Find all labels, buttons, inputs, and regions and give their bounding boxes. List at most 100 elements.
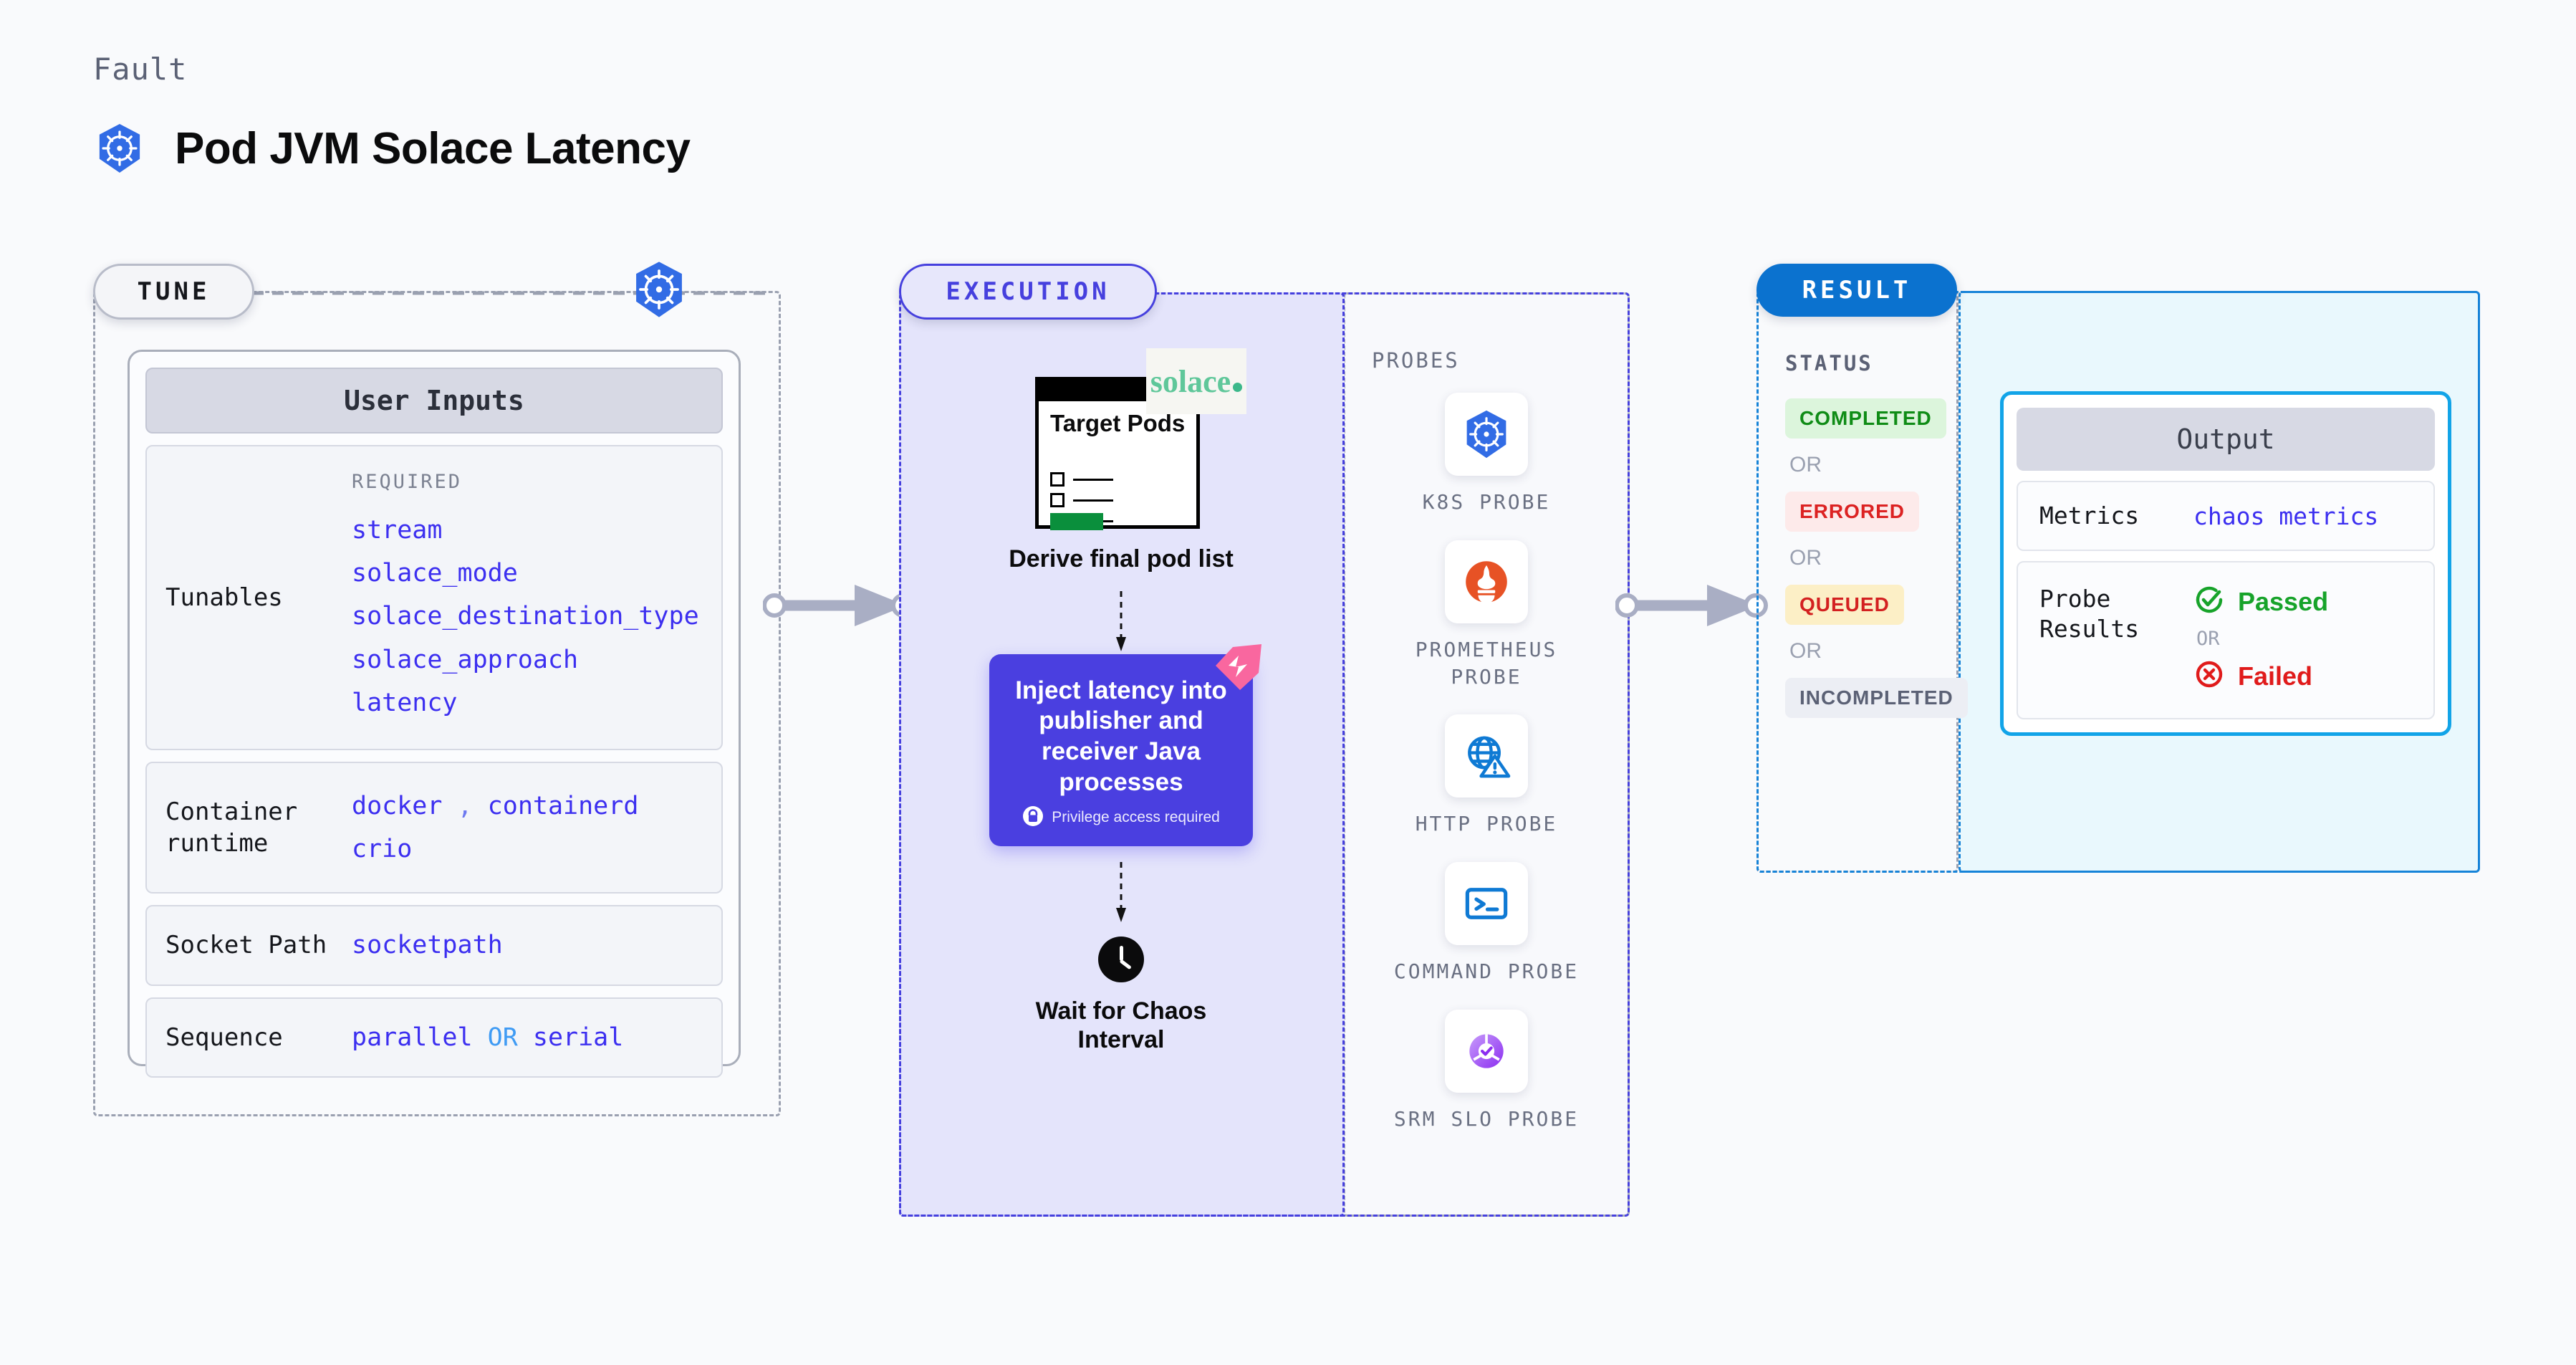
runtime-separator: , (457, 791, 473, 820)
probe-result-failed: Failed (2193, 658, 2328, 694)
probe-item-http[interactable]: HTTP PROBE (1393, 714, 1580, 838)
runtime-value[interactable]: docker (352, 791, 443, 820)
metrics-row: Metrics chaos metrics (2017, 481, 2435, 552)
tunable-value[interactable]: solace_mode (352, 559, 518, 588)
step-connector-arrow-1 (1116, 590, 1126, 654)
sequence-separator: OR (487, 1022, 518, 1052)
page-header: Pod JVM Solace Latency (93, 122, 691, 175)
probe-item-srm-slo[interactable]: SRM SLO PROBE (1393, 1009, 1580, 1133)
probe-item-k8s[interactable]: K8S PROBE (1393, 393, 1580, 516)
document-title: Target Pods (1050, 410, 1186, 436)
probe-item-command[interactable]: COMMAND PROBE (1393, 862, 1580, 985)
runtime-value[interactable]: containerd (487, 791, 639, 820)
clock-icon (1098, 936, 1144, 982)
socket-path-row: Socket Path socketpath (145, 905, 723, 986)
status-title: STATUS (1785, 351, 1873, 375)
sequence-value[interactable]: serial (532, 1022, 624, 1052)
kubernetes-icon (1445, 393, 1528, 476)
check-circle-icon (2193, 584, 2225, 619)
arrow-tune-to-execution (763, 566, 921, 652)
probe-item-prometheus[interactable]: PROMETHEUS PROBE (1393, 540, 1580, 691)
tunable-value[interactable]: solace_approach (352, 645, 579, 674)
output-card: Output Metrics chaos metrics Probe Resul… (2000, 391, 2451, 737)
inject-latency-label: Inject latency into publisher and receiv… (1015, 676, 1227, 796)
tune-pill[interactable]: TUNE (93, 264, 254, 320)
tunables-label: Tunables (165, 583, 283, 612)
page-kicker: Fault (93, 52, 188, 87)
probe-results-row: Probe Results Passed OR (2017, 561, 2435, 720)
execution-pill[interactable]: EXECUTION (899, 264, 1157, 320)
doc-progress-bar (1050, 513, 1103, 530)
status-or-label: OR (1789, 453, 1822, 476)
sequence-label: Sequence (165, 1022, 283, 1052)
sequence-row: Sequence parallel OR serial (145, 997, 723, 1078)
user-inputs-title: User Inputs (145, 368, 723, 434)
container-runtime-label: Container runtime (165, 797, 298, 858)
tune-pill-connector (252, 291, 768, 295)
result-outer-frame (1756, 291, 2480, 873)
probe-label: PROMETHEUS PROBE (1415, 637, 1558, 689)
result-pill[interactable]: RESULT (1756, 264, 1957, 317)
doc-line-rule (1073, 499, 1113, 502)
tunables-row: Tunables REQUIRED stream solace_mode sol… (145, 445, 723, 750)
terminal-icon (1445, 862, 1528, 946)
status-badge-incompleted: INCOMPLETED (1785, 678, 1968, 718)
tune-stage: TUNE User Inputs Tun (93, 262, 781, 1116)
tunable-value[interactable]: stream (352, 516, 443, 545)
privilege-note-label: Privilege access required (1052, 809, 1220, 826)
metrics-label: Metrics (2039, 502, 2140, 530)
inject-latency-step[interactable]: Inject latency into publisher and receiv… (989, 643, 1261, 846)
probe-results-label: Probe Results (2039, 585, 2140, 643)
result-stage: RESULT STATUS COMPLETED OR ERRORED OR QU… (1756, 264, 2480, 873)
target-pods-step: Target Pods solace (1035, 348, 1246, 530)
prometheus-icon (1445, 540, 1528, 623)
socket-path-value[interactable]: socketpath (352, 931, 503, 960)
metrics-value[interactable]: chaos metrics (2193, 502, 2379, 530)
checkbox-icon (1050, 493, 1064, 507)
status-badge-completed: COMPLETED (1785, 398, 1946, 439)
passed-label: Passed (2238, 586, 2329, 616)
execution-outer-frame (899, 292, 1630, 1217)
doc-line-rule (1073, 478, 1113, 481)
probe-results-or-label: OR (2196, 628, 2220, 651)
arrow-execution-to-result (1615, 566, 1773, 652)
solace-dot-icon (1233, 382, 1243, 392)
checkbox-icon (1050, 472, 1064, 487)
page-title: Pod JVM Solace Latency (175, 123, 691, 173)
user-inputs-card: User Inputs Tunables REQUIRED stream sol… (128, 350, 741, 1078)
slo-donut-check-icon (1445, 1009, 1528, 1093)
execution-pill-label: EXECUTION (946, 277, 1110, 306)
x-circle-icon (2193, 658, 2225, 694)
wait-chaos-interval-caption: Wait for Chaos Interval (1035, 997, 1207, 1054)
status-or-label: OR (1789, 639, 1822, 663)
status-or-label: OR (1789, 546, 1822, 570)
solace-logo-text: solace (1150, 363, 1231, 399)
kubernetes-icon (93, 122, 146, 175)
status-list: COMPLETED OR ERRORED OR QUEUED OR INCOMP… (1785, 398, 1968, 718)
solace-logo: solace (1146, 348, 1246, 414)
socket-path-label: Socket Path (165, 931, 327, 960)
status-badge-queued: QUEUED (1785, 585, 1904, 625)
probes-title: PROBES (1372, 348, 1460, 373)
lock-icon (1022, 805, 1044, 830)
tunable-value[interactable]: latency (352, 688, 458, 717)
sequence-value[interactable]: parallel (352, 1022, 473, 1052)
failed-label: Failed (2238, 661, 2313, 691)
result-pill-label: RESULT (1802, 276, 1912, 305)
derive-pod-list-caption: Derive final pod list (1009, 545, 1234, 573)
container-runtime-row: Container runtime docker , containerd cr… (145, 761, 723, 894)
runtime-value[interactable]: crio (352, 835, 413, 864)
probe-label: K8S PROBE (1422, 490, 1551, 514)
step-connector-arrow-2 (1116, 861, 1126, 925)
output-title: Output (2017, 408, 2435, 471)
tune-pill-label: TUNE (137, 277, 211, 306)
probes-list: K8S PROBE PROMETHEUS PROBE (1393, 393, 1580, 1133)
globe-warning-icon (1445, 714, 1528, 798)
probe-label: HTTP PROBE (1415, 812, 1558, 836)
probe-result-passed: Passed (2193, 584, 2328, 619)
probe-label: COMMAND PROBE (1393, 959, 1580, 984)
probe-label: SRM SLO PROBE (1393, 1106, 1580, 1131)
tunable-value[interactable]: solace_destination_type (352, 602, 699, 631)
privilege-note: Privilege access required (1008, 805, 1234, 830)
